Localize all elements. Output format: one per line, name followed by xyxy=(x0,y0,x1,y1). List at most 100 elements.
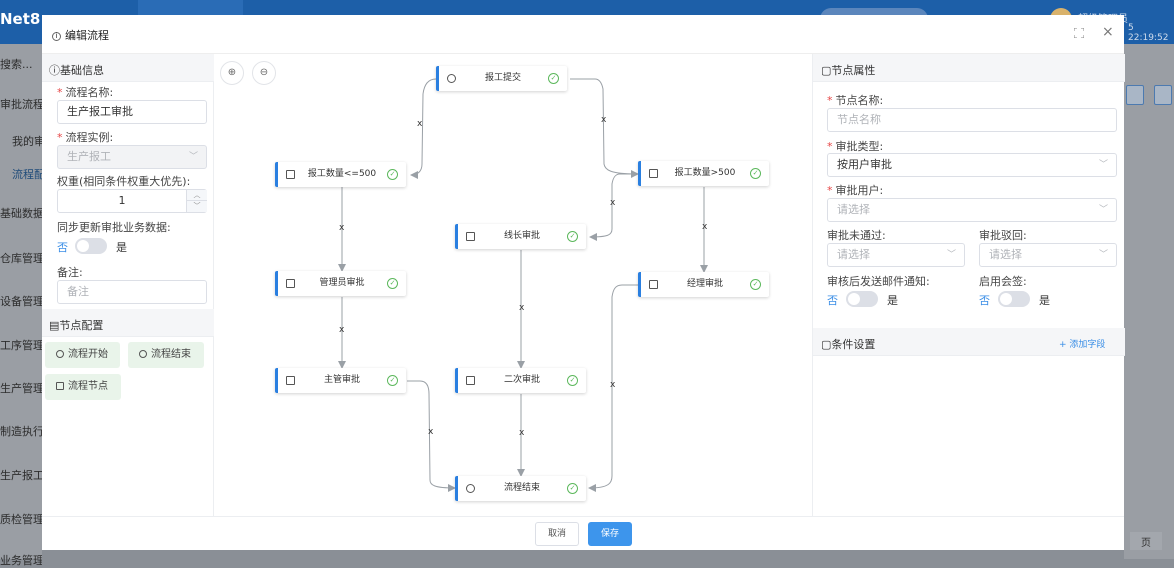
cosign-off-label: 否 xyxy=(979,294,990,307)
zoom-in-icon[interactable]: ⊕ xyxy=(220,61,244,85)
weight-value[interactable]: 1 xyxy=(118,194,126,207)
sync-off-label: 否 xyxy=(57,241,68,254)
sidebar-item-report[interactable]: 生产报工 xyxy=(0,469,42,482)
node-label: 管理员审批 xyxy=(319,278,365,288)
flow-node-qty-le500[interactable]: 报工数量<=500 ✓ xyxy=(275,162,406,187)
cosign-on-label: 是 xyxy=(1039,294,1050,307)
flow-node-qty-gt500[interactable]: 报工数量>500 ✓ xyxy=(638,161,769,186)
node-name-input[interactable]: 节点名称 xyxy=(827,108,1117,132)
chevron-down-icon: ﹀ xyxy=(188,152,198,162)
sidebar-item-production[interactable]: 生产管理 xyxy=(0,382,42,395)
dialog-footer: 取消 保存 xyxy=(42,516,1124,550)
flow-node-submit[interactable]: 报工提交 ✓ xyxy=(436,66,567,91)
flow-node-admin-approval[interactable]: 管理员审批 ✓ xyxy=(275,271,406,296)
decrement-icon[interactable]: ﹀ xyxy=(186,201,207,212)
edge-label: x xyxy=(610,198,616,208)
check-circle-icon: ✓ xyxy=(387,375,398,386)
flow-instance-label: *流程实例: xyxy=(57,131,114,144)
sync-toggle[interactable] xyxy=(75,238,107,254)
edge-submit-to-gt500 xyxy=(570,78,639,178)
edge-label: x xyxy=(519,303,525,313)
bg-action-button[interactable] xyxy=(1126,85,1144,105)
node-label: 报工数量>500 xyxy=(674,168,736,178)
sidebar-item-basic-data[interactable]: 基础数据 xyxy=(0,207,42,220)
doc-icon xyxy=(466,232,475,241)
cancel-button[interactable]: 取消 xyxy=(535,522,579,546)
return-select[interactable]: 请选择﹀ xyxy=(979,243,1117,267)
node-props-panel: ▢节点属性 *节点名称: 节点名称 *审批类型: 按用户审批﹀ *审批用户: 请… xyxy=(812,54,1125,516)
palette-end[interactable]: 流程结束 xyxy=(128,342,204,368)
remark-input[interactable]: 备注 xyxy=(57,280,207,304)
check-circle-icon: ✓ xyxy=(387,169,398,180)
close-icon[interactable]: × xyxy=(1102,24,1114,40)
sidebar-item-quality[interactable]: 质检管理 xyxy=(0,513,42,526)
check-circle-icon: ✓ xyxy=(750,279,761,290)
fullscreen-icon[interactable] xyxy=(1073,27,1085,39)
sidebar-item-business[interactable]: 业务管理 xyxy=(0,554,42,567)
toggle-knob xyxy=(1000,293,1012,305)
add-field-link[interactable]: + 添加字段 xyxy=(1059,340,1106,350)
chevron-down-icon: ﹀ xyxy=(946,250,956,260)
power-icon xyxy=(139,350,147,358)
flow-node-end[interactable]: 流程结束 ✓ xyxy=(455,476,586,501)
palette-start[interactable]: 流程开始 xyxy=(45,342,120,368)
weight-stepper[interactable]: 1 ︿ ﹀ xyxy=(57,189,207,213)
edge-manager-to-end xyxy=(588,284,638,492)
email-on-label: 是 xyxy=(887,294,898,307)
edge-submit-to-le500 xyxy=(410,78,437,179)
sync-on-label: 是 xyxy=(116,241,127,254)
toggle-knob xyxy=(77,240,89,252)
palette-node[interactable]: 流程节点 xyxy=(45,374,121,400)
pagination-box[interactable] xyxy=(1130,532,1162,550)
sidebar-item-approval[interactable]: 审批流程 xyxy=(0,98,42,111)
flow-node-manager-approval[interactable]: 经理审批 ✓ xyxy=(638,272,769,297)
reject-select[interactable]: 请选择﹀ xyxy=(827,243,965,267)
sidebar-item-warehouse[interactable]: 仓库管理 xyxy=(0,252,42,265)
flow-edges xyxy=(338,78,708,492)
save-button[interactable]: 保存 xyxy=(588,522,632,546)
app-sidebar: 搜索... 审批流程 我的审批 流程配置 基础数据 仓库管理 设备管理 工序管理… xyxy=(0,44,54,567)
check-circle-icon: ✓ xyxy=(387,278,398,289)
approve-type-select[interactable]: 按用户审批﹀ xyxy=(827,153,1117,177)
edge-label: x xyxy=(339,325,345,335)
approve-user-select[interactable]: 请选择﹀ xyxy=(827,198,1117,222)
flow-name-input[interactable]: 生产报工审批 xyxy=(57,100,207,124)
doc-icon xyxy=(286,376,295,385)
basic-info-header: ⓘ基础信息 xyxy=(42,54,214,82)
node-label: 主管审批 xyxy=(323,375,360,385)
increment-icon[interactable]: ︿ xyxy=(186,190,207,201)
check-circle-icon: ✓ xyxy=(567,375,578,386)
sidebar-item-manufacture[interactable]: 制造执行 xyxy=(0,425,42,438)
app-logo: Net8 xyxy=(0,10,41,28)
check-circle-icon: ✓ xyxy=(567,483,578,494)
approve-type-label: *审批类型: xyxy=(827,140,884,153)
flow-node-line-approval[interactable]: 线长审批 ✓ xyxy=(455,224,586,249)
sidebar-item-process[interactable]: 工序管理 xyxy=(0,339,42,352)
cosign-toggle[interactable] xyxy=(998,291,1030,307)
sidebar-item-device[interactable]: 设备管理 xyxy=(0,295,42,308)
node-props-header: ▢节点属性 xyxy=(813,54,1125,82)
check-circle-icon: ✓ xyxy=(548,73,559,84)
info-icon: i xyxy=(52,32,61,41)
reject-label: 审批未通过: xyxy=(827,229,886,242)
bg-action-button-2[interactable] xyxy=(1154,85,1172,105)
zoom-out-icon[interactable]: ⊖ xyxy=(252,61,276,85)
email-off-label: 否 xyxy=(827,294,838,307)
sync-label: 同步更新审批业务数据: xyxy=(57,221,171,234)
node-props-title: ▢节点属性 xyxy=(821,64,876,77)
flow-node-second-approval[interactable]: 二次审批 ✓ xyxy=(455,368,586,393)
edge-label: x xyxy=(610,380,616,390)
clock-icon xyxy=(56,350,64,358)
node-label: 经理审批 xyxy=(686,279,723,289)
pagination-label: 页 xyxy=(1141,538,1151,549)
sidebar-search[interactable]: 搜索... xyxy=(0,58,33,71)
email-notify-toggle[interactable] xyxy=(846,291,878,307)
flow-node-supervisor-approval[interactable]: 主管审批 ✓ xyxy=(275,368,406,393)
approve-user-label: *审批用户: xyxy=(827,184,884,197)
edge-label: x xyxy=(702,222,708,232)
flow-canvas[interactable]: ⊕ ⊖ x x x x x xyxy=(215,54,811,516)
flow-instance-select[interactable]: 生产报工﹀ xyxy=(57,145,207,169)
